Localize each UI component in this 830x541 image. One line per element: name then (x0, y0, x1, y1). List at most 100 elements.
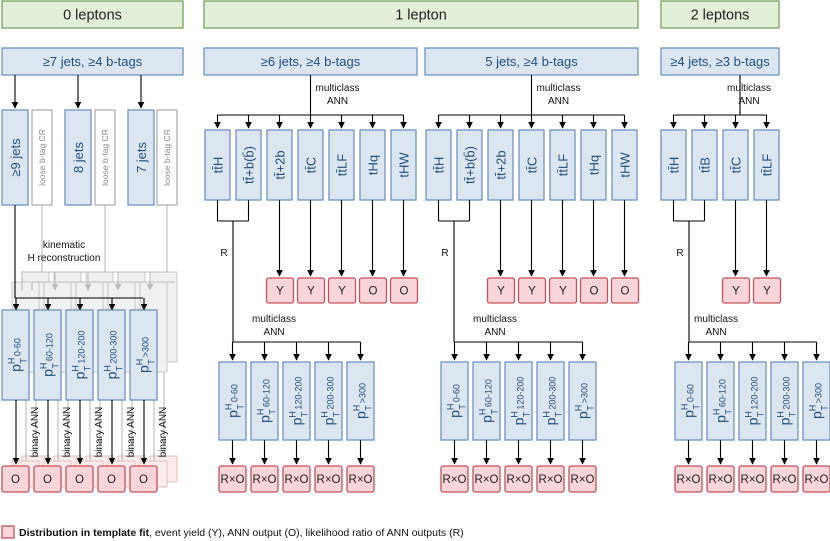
one-lepton-6jets-ann-label-line2: ANN (327, 96, 348, 107)
one-lepton-6jets-output-3-box (358, 277, 388, 304)
two-leptons-ratio-output-3-label: R×O (773, 474, 797, 486)
one-lepton-5jets-ratio-output-2: R×O (504, 465, 533, 493)
one-lepton-6jets-ratio-output-1-label: R×O (253, 474, 277, 486)
zero-lepton-output-3-box (97, 465, 126, 493)
one-lepton-5jets-class-0-label: tt̄H (432, 157, 447, 174)
two-leptons-ratio-output-0-label: R×O (677, 474, 701, 486)
two-leptons-class-2: tt̄C (722, 129, 749, 201)
loose-btag-cr-1: loose b-tag CR (94, 109, 116, 206)
one-lepton-5jets-ratio-output-0-box (440, 465, 469, 493)
jet-category-2-box (127, 109, 155, 206)
one-lepton-5jets-class-5: tHq (580, 129, 607, 201)
one-lepton-6jets-ratio-output-3: R×O (314, 465, 343, 493)
zero-lepton-output-0: O (1, 465, 30, 493)
one-lepton-6jets-class-0-label: tt̄H (211, 157, 226, 174)
one-lepton-5jets-output-3-label: O (590, 286, 599, 298)
one-lepton-5jets-output-0: Y (486, 277, 516, 304)
two-leptons-class-3-label: tt̄LF (760, 154, 775, 176)
one-lepton-6jets-ratio-output-1: R×O (250, 465, 279, 493)
two-leptons-output-0: Y (721, 277, 751, 304)
two-leptons-ratio-output-1: R×O (706, 465, 735, 493)
one-lepton-6jets-pt-ann-2: ANN (263, 327, 284, 338)
one-lepton-5jets-ratio-output-2-box (504, 465, 533, 493)
one-lepton-5jets-r-label: R (441, 248, 448, 259)
one-lepton-5jets-ratio-output-1-label: R×O (475, 474, 499, 486)
binary-ann-label-0: binary ANN (30, 407, 41, 458)
one-lepton-5jets-class-0: tt̄H (425, 129, 452, 201)
one-lepton-6jets-class-5: tHq (359, 129, 386, 201)
one-lepton-6jets-class-3-box (297, 129, 324, 201)
one-lepton-6jets-class-5-label: tHq (366, 155, 381, 175)
one-lepton-6jets-ratio-output-2: R×O (282, 465, 311, 493)
zero-lepton-output-2-label: O (75, 474, 84, 486)
connector (21, 271, 167, 290)
one-lepton-5jets-class-3: tt̄C (518, 129, 545, 201)
selection-1-lepton-6jets: ≥6 jets, ≥4 b-tags (203, 47, 418, 76)
loose-btag-cr-2: loose b-tag CR (156, 109, 178, 206)
binary-ann-label-3: binary ANN (126, 407, 137, 458)
one-lepton-5jets-pt-bin-1-box (472, 361, 501, 441)
selection-0-leptons: ≥7 jets, ≥4 b-tags (1, 47, 184, 76)
loose-btag-cr-1-label: loose b-tag CR (100, 129, 110, 186)
one-lepton-6jets-output-3: O (358, 277, 388, 304)
one-lepton-5jets-class-3-label: tt̄C (525, 157, 540, 174)
zero-lepton-pt-bin-4-box (129, 309, 158, 401)
one-lepton-6jets-ratio-output-4: R×O (346, 465, 375, 493)
one-lepton-6jets-pt-bin-3-box (314, 361, 343, 441)
one-lepton-6jets-class-4-box (328, 129, 355, 201)
two-leptons-ratio-output-2-box (738, 465, 767, 493)
jet-category-1-box (64, 109, 92, 206)
one-lepton-6jets-ratio-output-4-box (346, 465, 375, 493)
one-lepton-5jets-output-0-box (486, 277, 516, 304)
one-lepton-6jets-output-1-label: Y (307, 286, 315, 298)
one-lepton-5jets-output-3-box (579, 277, 609, 304)
one-lepton-5jets-ratio-output-4-box (568, 465, 597, 493)
binary-ann-label-2: binary ANN (94, 407, 105, 458)
two-leptons-pt-ann-2: ANN (705, 327, 726, 338)
one-lepton-5jets-class-4: tt̄LF (549, 129, 576, 201)
two-leptons-ann-label-line1: multiclass (727, 83, 771, 94)
one-lepton-6jets-class-1-label: tt̄+b(b̄) (242, 146, 257, 184)
one-lepton-5jets-ratio-output-3-box (536, 465, 565, 493)
two-leptons-output-0-box (721, 277, 751, 304)
header-1-lepton-label: 1 lepton (395, 8, 447, 24)
selection-2-leptons-label: ≥4 jets, ≥3 b-tags (670, 54, 770, 69)
one-lepton-5jets-ratio-output-3-label: R×O (539, 474, 563, 486)
one-lepton-6jets-class-3: tt̄C (297, 129, 324, 201)
zero-lepton-output-1-box (33, 465, 62, 493)
jet-category-0: ≥9 jets (1, 109, 29, 206)
one-lepton-6jets-output-1-box (296, 277, 326, 304)
one-lepton-6jets-output-1: Y (296, 277, 326, 304)
one-lepton-5jets-ratio-output-4-label: R×O (571, 474, 595, 486)
two-leptons-class-1-label: tt̄B (698, 157, 713, 173)
one-lepton-5jets-ann-label-line2: ANN (548, 96, 569, 107)
zero-lepton-pt-bin-3-box (97, 309, 126, 401)
zero-lepton-output-1-label: O (43, 474, 52, 486)
one-lepton-6jets-class-1: tt̄+b(b̄) (235, 129, 262, 201)
one-lepton-6jets-output-3-label: O (369, 286, 378, 298)
one-lepton-5jets-class-1: tt̄+b(b̄) (456, 129, 483, 201)
one-lepton-5jets-pt-bin-0-box (440, 361, 469, 441)
one-lepton-5jets-output-2: Y (548, 277, 578, 304)
one-lepton-6jets-class-3-label: tt̄C (304, 157, 319, 174)
selection-2-leptons: ≥4 jets, ≥3 b-tags (660, 47, 780, 76)
two-leptons-ratio-output-3: R×O (770, 465, 799, 493)
